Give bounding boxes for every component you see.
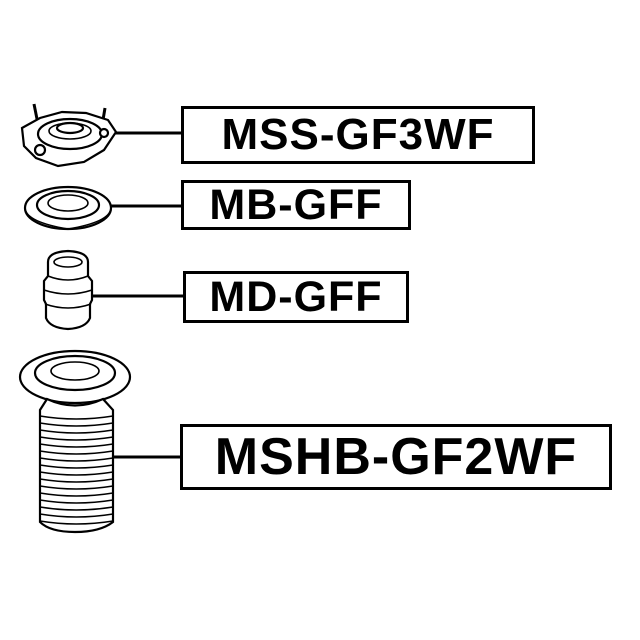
- bellows-rib: [39, 471, 114, 476]
- bellows-rib: [39, 415, 114, 420]
- dust-boot-icon: [18, 349, 132, 534]
- part-number-bump-stop: MD-GFF: [183, 271, 409, 323]
- bellows-rib: [39, 520, 114, 525]
- bellows-rib: [39, 457, 114, 462]
- bellows-rib: [39, 492, 114, 497]
- bellows-rib: [39, 429, 114, 434]
- bump-stop-icon: [42, 249, 94, 331]
- bellows-rib: [39, 478, 114, 483]
- bellows-rib: [39, 422, 114, 427]
- bellows-rib: [39, 506, 114, 511]
- strut-bearing-icon: [23, 185, 113, 231]
- bellows-rib: [39, 499, 114, 504]
- strut-mount-icon: [20, 103, 118, 168]
- part-number-strut-bearing: MB-GFF: [181, 180, 411, 230]
- bellows-rib: [39, 464, 114, 469]
- bellows-rib: [39, 450, 114, 455]
- bellows-rib: [39, 485, 114, 490]
- part-number-dust-boot: MSHB-GF2WF: [180, 424, 612, 490]
- bellows-rib: [39, 436, 114, 441]
- bellows-rib: [39, 513, 114, 518]
- part-number-strut-mount: MSS-GF3WF: [181, 106, 535, 164]
- bellows-rib: [39, 443, 114, 448]
